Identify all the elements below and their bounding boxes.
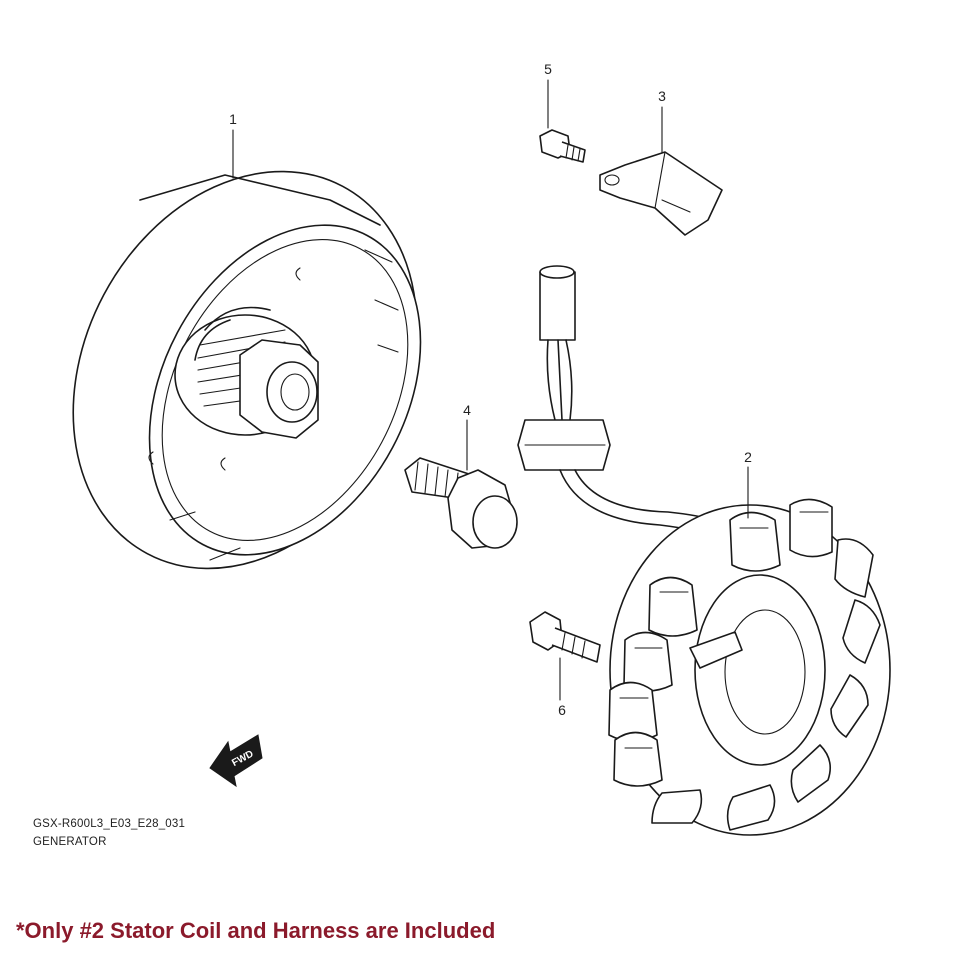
- clamp-bracket: [599, 151, 723, 236]
- bolt-small-top: [539, 129, 586, 163]
- leader-lines: [232, 79, 749, 701]
- inclusion-note: *Only #2 Stator Coil and Harness are Inc…: [16, 918, 496, 943]
- diagram-title: GENERATOR: [33, 836, 107, 848]
- rotor-flywheel: [72, 170, 422, 570]
- stator-coil-harness: [517, 265, 891, 836]
- callout-4: 4: [463, 402, 471, 418]
- callout-5: 5: [544, 61, 552, 77]
- screw-stator: [529, 611, 601, 663]
- callout-1: 1: [229, 111, 237, 127]
- fwd-arrow: FWD: [209, 734, 263, 788]
- callout-3: 3: [658, 88, 666, 104]
- bolt-rotor: [404, 457, 518, 549]
- callout-2: 2: [744, 449, 752, 465]
- diagram-code: GSX-R600L3_E03_E28_031: [33, 818, 186, 830]
- callout-6: 6: [558, 702, 566, 718]
